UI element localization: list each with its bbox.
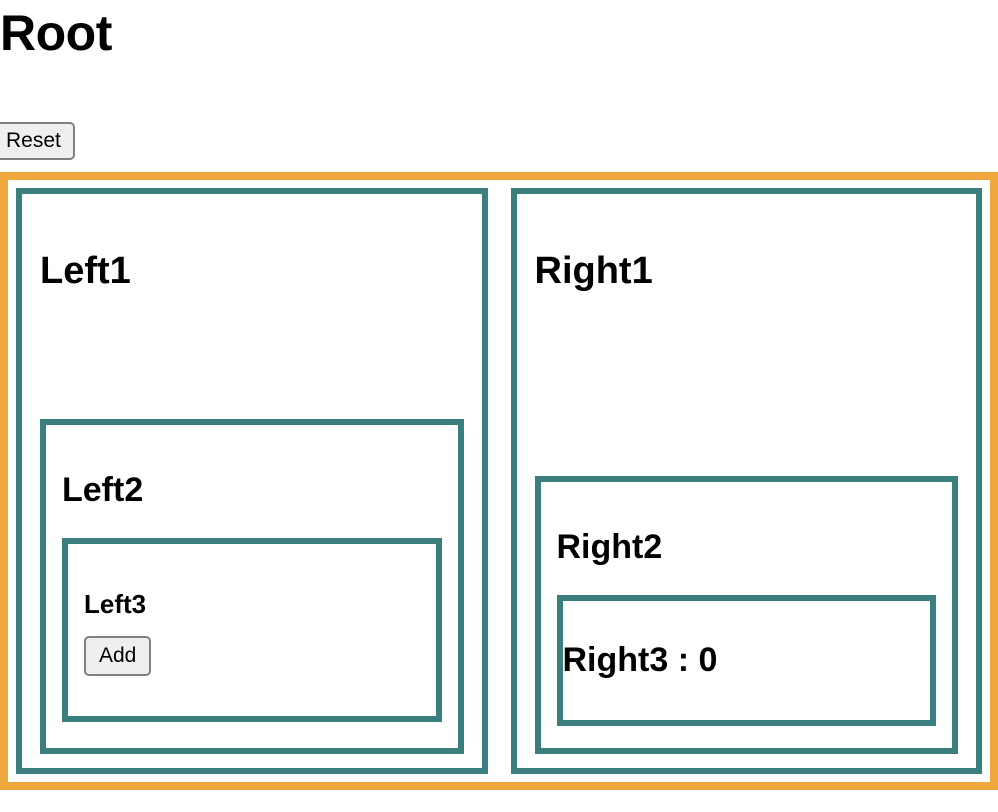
node-right3[interactable]: Right3 : 0 <box>556 594 936 726</box>
reset-button[interactable]: Reset <box>0 122 75 160</box>
node-left2[interactable]: Left2 Left3 Add <box>40 419 464 754</box>
node-right3-counter-label: Right3 : 0 <box>562 640 718 679</box>
page-title: Root <box>0 5 112 61</box>
root-container: Left1 Left2 Left3 Add Right1 Right2 Righ… <box>0 172 998 790</box>
node-right1-label: Right1 <box>534 250 653 292</box>
node-left3[interactable]: Left3 Add <box>62 538 442 722</box>
node-right2[interactable]: Right2 Right3 : 0 <box>534 475 958 754</box>
node-left2-label: Left2 <box>62 471 144 510</box>
node-right2-label: Right2 <box>556 527 663 566</box>
node-left1-label: Left1 <box>40 250 131 292</box>
add-button[interactable]: Add <box>84 636 152 676</box>
node-right1[interactable]: Right1 Right2 Right3 : 0 <box>510 188 982 774</box>
node-left1[interactable]: Left1 Left2 Left3 Add <box>16 188 488 774</box>
node-left3-label: Left3 <box>84 589 147 620</box>
